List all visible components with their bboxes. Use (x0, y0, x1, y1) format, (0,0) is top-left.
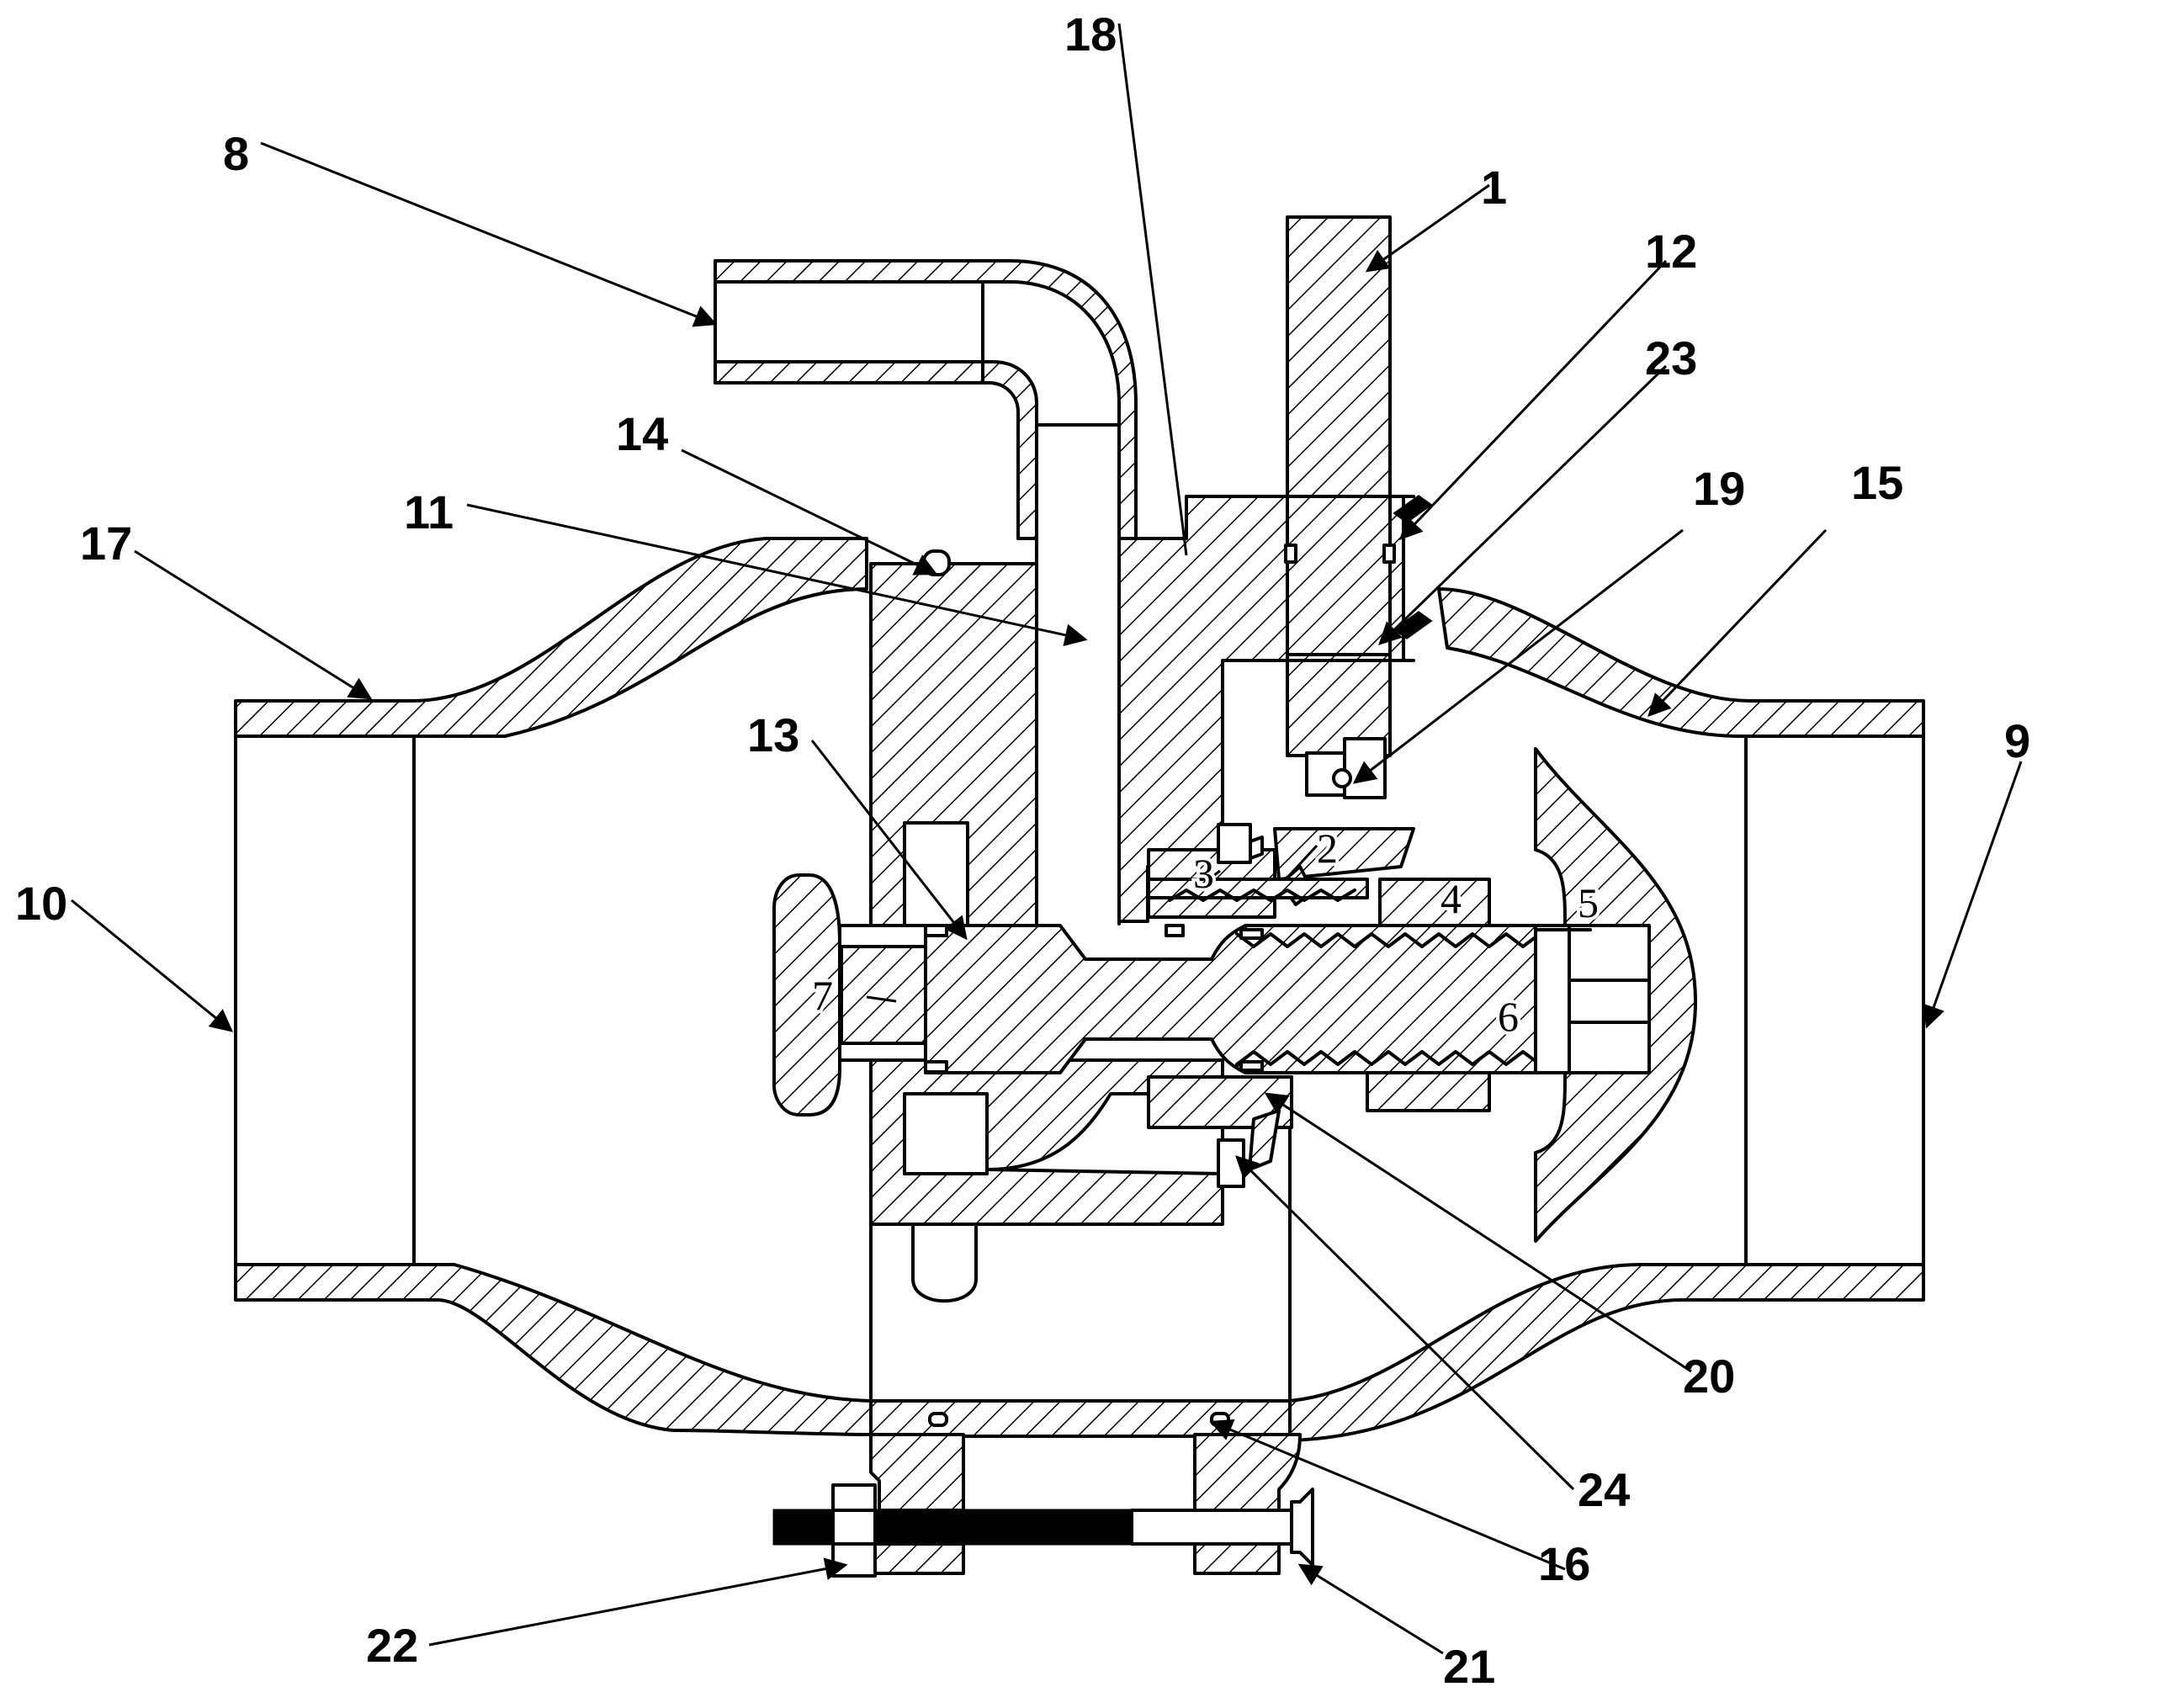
bottom-flange (869, 1399, 1302, 1575)
callout-23: 23 (1645, 332, 1697, 385)
callout-1: 1 (1481, 161, 1507, 214)
callout-17: 17 (80, 517, 132, 570)
callout-11: 11 (404, 485, 454, 538)
valve-body (234, 537, 1925, 1442)
callout-4: 4 (1440, 875, 1462, 922)
callout-2: 2 (1317, 825, 1338, 872)
callout-7: 7 (812, 972, 833, 1019)
callout-13: 13 (747, 708, 799, 761)
valve-stem (1260, 215, 1433, 799)
callout-16: 16 (1538, 1537, 1590, 1590)
callout-10: 10 (15, 877, 67, 930)
callout-20: 20 (1683, 1350, 1735, 1403)
callout-14: 14 (616, 407, 668, 460)
callout-24: 24 (1578, 1463, 1630, 1516)
callout-labels: 1 2 3 4 5 6 7 8 9 10 11 12 13 14 15 16 1… (15, 8, 2030, 1693)
callout-18: 18 (1064, 8, 1117, 61)
leader-lines (71, 23, 2023, 1655)
callout-12: 12 (1645, 225, 1697, 278)
callout-22: 22 (366, 1619, 418, 1672)
callout-5: 5 (1578, 879, 1599, 926)
callout-9: 9 (2004, 714, 2030, 767)
callout-8: 8 (223, 127, 249, 180)
callout-21: 21 (1443, 1640, 1495, 1693)
valve-shaft (772, 747, 1697, 1243)
callout-6: 6 (1498, 993, 1519, 1040)
callout-15: 15 (1851, 456, 1903, 509)
callout-19: 19 (1693, 462, 1745, 515)
callout-3: 3 (1193, 850, 1214, 897)
